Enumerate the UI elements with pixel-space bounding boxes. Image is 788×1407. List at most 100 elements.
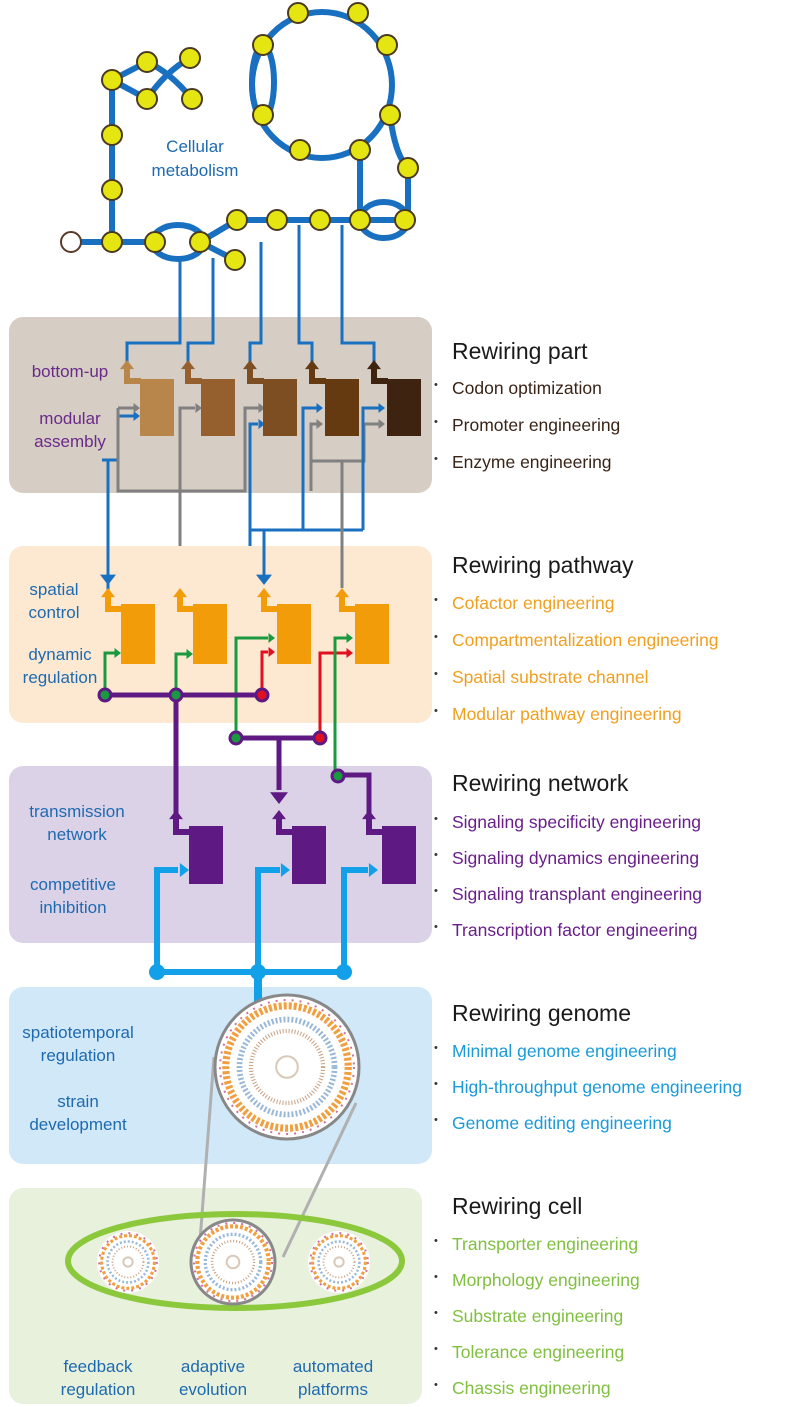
genome-center — [122, 1256, 134, 1268]
label-line: evolution — [178, 1380, 248, 1399]
legend-item: •Substrate engineering — [434, 1306, 624, 1326]
promoter-bend — [105, 596, 122, 612]
label-line: feedback — [63, 1357, 133, 1376]
arrowhead-right — [316, 403, 323, 413]
wire — [103, 651, 115, 695]
metabolite-node-open — [60, 231, 82, 253]
gene-block-pathway — [193, 604, 227, 664]
legend-item: •Enzyme engineering — [434, 452, 612, 472]
gene-block-pathway — [277, 604, 311, 664]
signal-junction — [312, 730, 328, 746]
arrowhead-right — [346, 648, 353, 658]
wire — [260, 650, 268, 695]
wire — [186, 258, 215, 362]
metabolite-node — [181, 88, 203, 110]
arrowhead-up — [362, 810, 376, 820]
signal-junction — [330, 768, 346, 784]
genome-track-blue — [236, 1016, 338, 1118]
arrowhead-up — [305, 360, 319, 370]
legend-item: •Chassis engineering — [434, 1378, 611, 1398]
label-line: control — [28, 603, 80, 622]
cellular-metabolism-network — [60, 2, 419, 271]
genome-track-orange — [100, 1234, 156, 1290]
legend-item: •Minimal genome engineering — [434, 1041, 677, 1061]
label-line: modular — [39, 409, 101, 428]
promoter-bend — [371, 368, 388, 384]
arrowhead-right — [268, 647, 275, 657]
arrowhead-right — [195, 403, 202, 413]
arrowhead-up — [169, 810, 183, 820]
metabolite-node — [347, 2, 369, 24]
label-line: regulation — [22, 668, 98, 687]
promoter-bend — [177, 596, 194, 612]
arrowhead-right — [368, 863, 378, 877]
gene-block-network — [382, 826, 416, 884]
label-line: regulation — [40, 1046, 116, 1065]
wire — [297, 225, 314, 362]
metabolite-node — [252, 104, 274, 126]
genome-track-blue — [106, 1240, 150, 1284]
wire — [341, 867, 368, 972]
label-spatiotemporal-regulation: spatiotemporal regulation — [18, 1021, 138, 1067]
legend-title: Rewiring network — [452, 770, 629, 796]
arrowhead-right — [258, 419, 265, 429]
label-line: automated — [292, 1357, 374, 1376]
metabolite-node — [394, 209, 416, 231]
arrowhead-up — [120, 360, 134, 370]
wire — [116, 406, 260, 493]
wire — [333, 636, 347, 775]
arrowhead-down — [256, 574, 272, 585]
metabolite-node — [101, 179, 123, 201]
legend-title: Rewiring cell — [452, 1193, 583, 1219]
metabolite-node — [379, 104, 401, 126]
promoter-bend — [124, 368, 141, 384]
genome-track-inner — [322, 1245, 356, 1279]
arrowhead-right — [378, 403, 385, 413]
legend-item: •Cofactor engineering — [434, 593, 615, 613]
label-spatial-control: spatial control — [14, 578, 94, 624]
metabolite-node — [101, 69, 123, 91]
legend-item: •Signaling specificity engineering — [434, 812, 702, 832]
genome-outline — [189, 1218, 277, 1306]
gene-block-network — [292, 826, 326, 884]
legend-item: •Modular pathway engineering — [434, 704, 682, 724]
legend-item: •Transcription factor engineering — [434, 920, 698, 940]
genome-track-inner — [111, 1245, 145, 1279]
legend-title: Rewiring pathway — [452, 552, 634, 578]
gene-block-part — [325, 379, 359, 436]
arrowhead-down — [100, 574, 116, 585]
metabolite-node — [349, 209, 371, 231]
genome-track-outer — [309, 1232, 369, 1292]
label-line: dynamic — [28, 645, 92, 664]
label-line: spatiotemporal — [22, 1023, 134, 1042]
genome-outline — [97, 1231, 159, 1293]
arrowhead-up — [367, 360, 381, 370]
genome-circle-large — [213, 993, 361, 1141]
label-line: assembly — [34, 432, 106, 451]
genome-center — [275, 1055, 299, 1079]
arrowhead-right — [133, 403, 140, 413]
arrowhead-down — [270, 792, 288, 804]
label-line: competitive — [30, 875, 116, 894]
wire — [318, 651, 347, 738]
metabolite-node — [224, 249, 246, 271]
genome-track-orange — [311, 1234, 367, 1290]
cell-outline — [65, 1211, 405, 1311]
metabolite-node — [101, 124, 123, 146]
signal-junction — [254, 687, 270, 703]
arrowhead-right — [258, 403, 265, 413]
genome-center — [225, 1254, 241, 1270]
metabolite-node — [189, 231, 211, 253]
regulatory-wires — [97, 225, 385, 1060]
promoter-bend — [309, 368, 326, 384]
signal-junction — [168, 687, 184, 703]
metabolite-node — [349, 139, 371, 161]
label-line: platforms — [298, 1380, 368, 1399]
metabolite-node — [252, 34, 274, 56]
metabolite-node — [287, 2, 309, 24]
wire — [174, 652, 188, 695]
promoter-bend — [339, 596, 356, 612]
label-line: spatial — [29, 580, 79, 599]
